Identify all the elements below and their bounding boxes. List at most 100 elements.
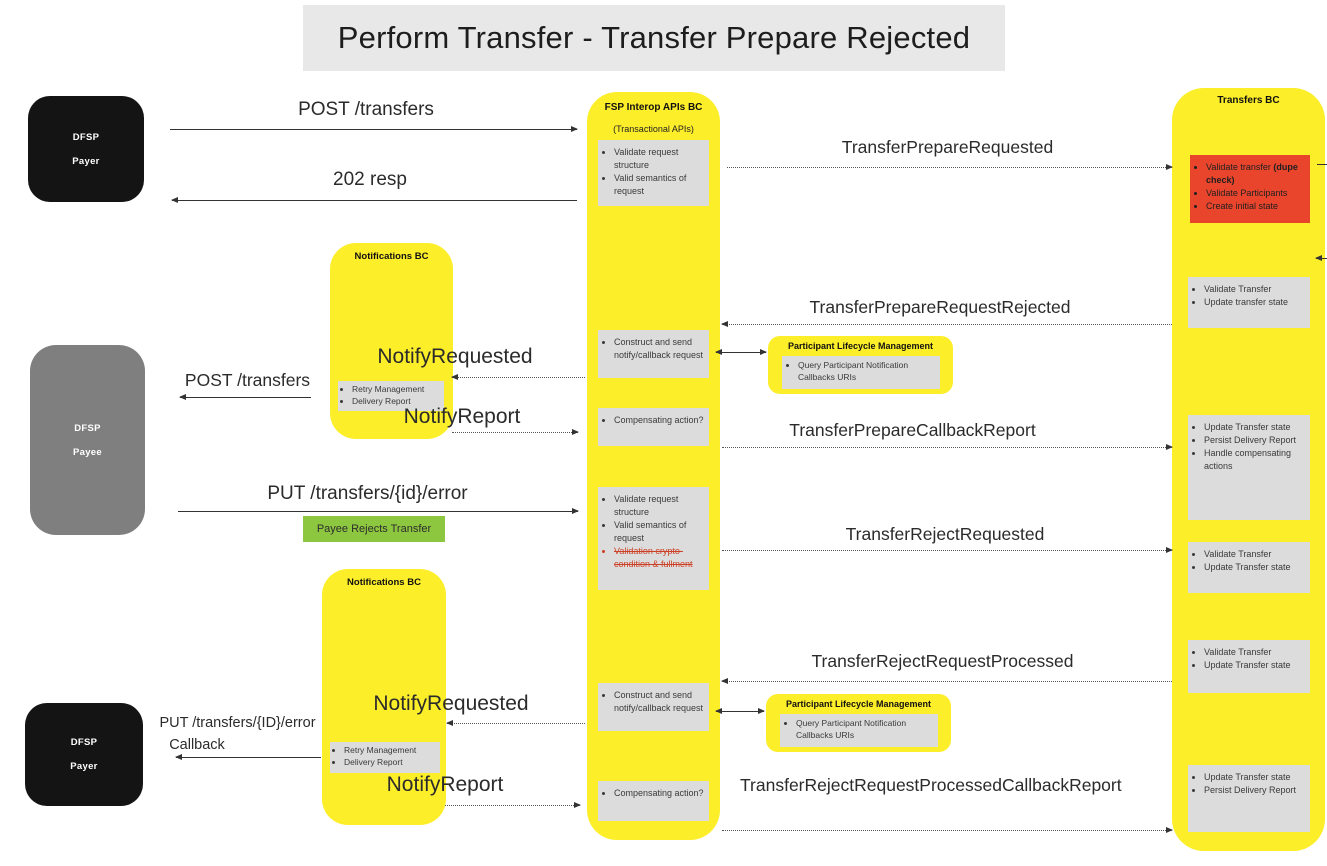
task-item: Validate Transfer bbox=[1204, 548, 1306, 561]
task-item: Compensating action? bbox=[614, 414, 705, 427]
task-query-participant-top: Query Participant Notification Callbacks… bbox=[782, 356, 940, 389]
msg-notify-report-bottom: NotifyReport bbox=[386, 773, 504, 796]
arrow-notify-report-top bbox=[452, 429, 579, 435]
lane-subtitle: (Transactional APIs) bbox=[613, 124, 694, 134]
task-item: Persist Delivery Report bbox=[1204, 784, 1306, 797]
task-retry-delivery-bottom: Retry Management Delivery Report bbox=[330, 742, 440, 773]
lane-title: Transfers BC bbox=[1217, 95, 1280, 106]
actor-dfsp-payee: DFSP Payee bbox=[30, 345, 145, 535]
msg-transfer-reject-request-processed-callback-report: TransferRejectRequestProcessedCallbackRe… bbox=[740, 775, 1122, 795]
lane-notifications-bc-top: Notifications BC Retry Management Delive… bbox=[330, 243, 453, 439]
task-item: Valid semantics of request bbox=[614, 172, 705, 198]
task-compensating-action-bottom: Compensating action? bbox=[598, 781, 709, 821]
msg-transfer-reject-requested: TransferRejectRequested bbox=[845, 524, 1045, 544]
task-validate-update-2: Validate Transfer Update Transfer state bbox=[1188, 542, 1310, 593]
task-item: Validate Transfer bbox=[1204, 283, 1306, 296]
task-item: Update Transfer state bbox=[1204, 659, 1306, 672]
msg-put-transfers-error-callback-line2: Callback bbox=[169, 737, 225, 753]
task-validate-update-1: Validate Transfer Update transfer state bbox=[1188, 277, 1310, 328]
task-item: Validate request structure bbox=[614, 146, 705, 172]
arrow-stub-right-mid bbox=[1315, 255, 1327, 261]
arrow-202-resp bbox=[171, 197, 577, 203]
arrow-construct-plm-top bbox=[715, 349, 767, 355]
arrow-notify-requested-bottom bbox=[446, 720, 585, 726]
arrow-notify-report-bottom bbox=[445, 802, 581, 808]
note-payee-rejects-transfer: Payee Rejects Transfer bbox=[303, 516, 445, 542]
msg-post-transfers: POST /transfers bbox=[298, 99, 434, 120]
arrow-transfer-reject-request-processed bbox=[721, 678, 1172, 684]
task-validate-request-top: Validate request structure Valid semanti… bbox=[598, 140, 709, 206]
lane-title: Notifications BC bbox=[347, 577, 421, 588]
task-item: Query Participant Notification Callbacks… bbox=[796, 718, 936, 742]
lane-transfers-bc: Transfers BC Validate transfer (dupe che… bbox=[1172, 88, 1325, 851]
task-retry-delivery-top: Retry Management Delivery Report bbox=[338, 381, 444, 411]
actor-role: Payee bbox=[73, 446, 102, 458]
actor-name: DFSP bbox=[72, 131, 100, 143]
actor-name: DFSP bbox=[74, 422, 101, 434]
actor-dfsp-payer-bottom: DFSP Payer bbox=[25, 703, 143, 806]
task-item: Compensating action? bbox=[614, 787, 705, 800]
arrow-post-transfers-payee bbox=[179, 394, 311, 400]
task-item-struck: Validation crypto-condition & fullment bbox=[614, 545, 705, 571]
task-compensating-action-top: Compensating action? bbox=[598, 408, 709, 446]
lane-title: Participant Lifecycle Management bbox=[787, 341, 934, 351]
arrow-put-transfers-error-callback bbox=[175, 754, 321, 760]
msg-post-transfers-payee: POST /transfers bbox=[184, 370, 311, 390]
arrow-transfer-prepare-requested bbox=[727, 164, 1173, 170]
task-item: Update Transfer state bbox=[1204, 771, 1306, 784]
task-item-text: Validate transfer bbox=[1206, 162, 1271, 172]
arrow-notify-requested-top bbox=[451, 374, 585, 380]
msg-202-resp: 202 resp bbox=[333, 169, 407, 190]
task-validate-request-mid: Validate request structure Valid semanti… bbox=[598, 487, 709, 590]
lane-fsp-interop-apis-bc: FSP Interop APIs BC (Transactional APIs)… bbox=[587, 92, 720, 840]
task-validate-update-3: Validate Transfer Update Transfer state bbox=[1188, 640, 1310, 693]
task-item: Delivery Report bbox=[344, 757, 438, 769]
task-item: Update Transfer state bbox=[1204, 561, 1306, 574]
arrow-transfer-reject-requested bbox=[722, 547, 1173, 553]
task-item: Update Transfer state bbox=[1204, 421, 1306, 434]
msg-put-transfers-error-callback-line1: PUT /transfers/{ID}/error bbox=[159, 715, 316, 731]
msg-transfer-reject-request-processed: TransferRejectRequestProcessed bbox=[811, 651, 1074, 671]
task-item: Construct and send notify/callback reque… bbox=[614, 689, 705, 715]
lane-notifications-bc-bottom: Notifications BC Retry Management Delive… bbox=[322, 569, 446, 825]
task-query-participant-bottom: Query Participant Notification Callbacks… bbox=[780, 714, 938, 747]
task-update-persist-handle: Update Transfer state Persist Delivery R… bbox=[1188, 415, 1310, 520]
arrow-stub-right-top bbox=[1317, 164, 1327, 165]
task-item: Retry Management bbox=[344, 745, 438, 757]
task-item: Validate Participants bbox=[1206, 187, 1306, 200]
msg-notify-report-top: NotifyReport bbox=[403, 405, 521, 428]
task-item: Retry Management bbox=[352, 384, 442, 396]
task-construct-notify-top: Construct and send notify/callback reque… bbox=[598, 330, 709, 378]
arrow-transfer-prepare-callback-report bbox=[722, 444, 1173, 450]
diagram-title: Perform Transfer - Transfer Prepare Reje… bbox=[303, 5, 1005, 71]
actor-name: DFSP bbox=[70, 737, 98, 748]
task-item: Create initial state bbox=[1206, 200, 1306, 213]
actor-role: Payer bbox=[72, 155, 100, 167]
task-item: Validate request structure bbox=[614, 493, 705, 519]
actor-dfsp-payer-top: DFSP Payer bbox=[28, 96, 144, 202]
actor-role: Payer bbox=[70, 761, 98, 772]
task-item: Persist Delivery Report bbox=[1204, 434, 1306, 447]
task-update-persist: Update Transfer state Persist Delivery R… bbox=[1188, 765, 1310, 832]
msg-notify-requested-top: NotifyRequested bbox=[377, 345, 533, 368]
task-construct-notify-bottom: Construct and send notify/callback reque… bbox=[598, 683, 709, 731]
task-item: Construct and send notify/callback reque… bbox=[614, 336, 705, 362]
msg-transfer-prepare-request-rejected: TransferPrepareRequestRejected bbox=[809, 297, 1071, 317]
task-item: Valid semantics of request bbox=[614, 519, 705, 545]
task-validate-transfer-error: Validate transfer (dupe check) Validate … bbox=[1190, 155, 1310, 223]
lane-title: Notifications BC bbox=[354, 251, 429, 262]
lane-title: Participant Lifecycle Management bbox=[785, 699, 932, 709]
task-item: Delivery Report bbox=[352, 396, 442, 408]
arrow-construct-plm-bottom bbox=[715, 708, 765, 714]
msg-put-transfers-id-error: PUT /transfers/{id}/error bbox=[267, 483, 468, 504]
arrow-post-transfers bbox=[170, 126, 578, 132]
task-item: Validate transfer (dupe check) bbox=[1206, 161, 1306, 187]
msg-transfer-prepare-callback-report: TransferPrepareCallbackReport bbox=[789, 420, 1036, 440]
lane-title: FSP Interop APIs BC bbox=[604, 102, 703, 113]
task-item: Update transfer state bbox=[1204, 296, 1306, 309]
task-item: Validate Transfer bbox=[1204, 646, 1306, 659]
arrow-transfer-prepare-request-rejected bbox=[721, 321, 1172, 327]
msg-notify-requested-bottom: NotifyRequested bbox=[373, 692, 529, 715]
arrow-put-transfers-id-error bbox=[178, 508, 579, 514]
